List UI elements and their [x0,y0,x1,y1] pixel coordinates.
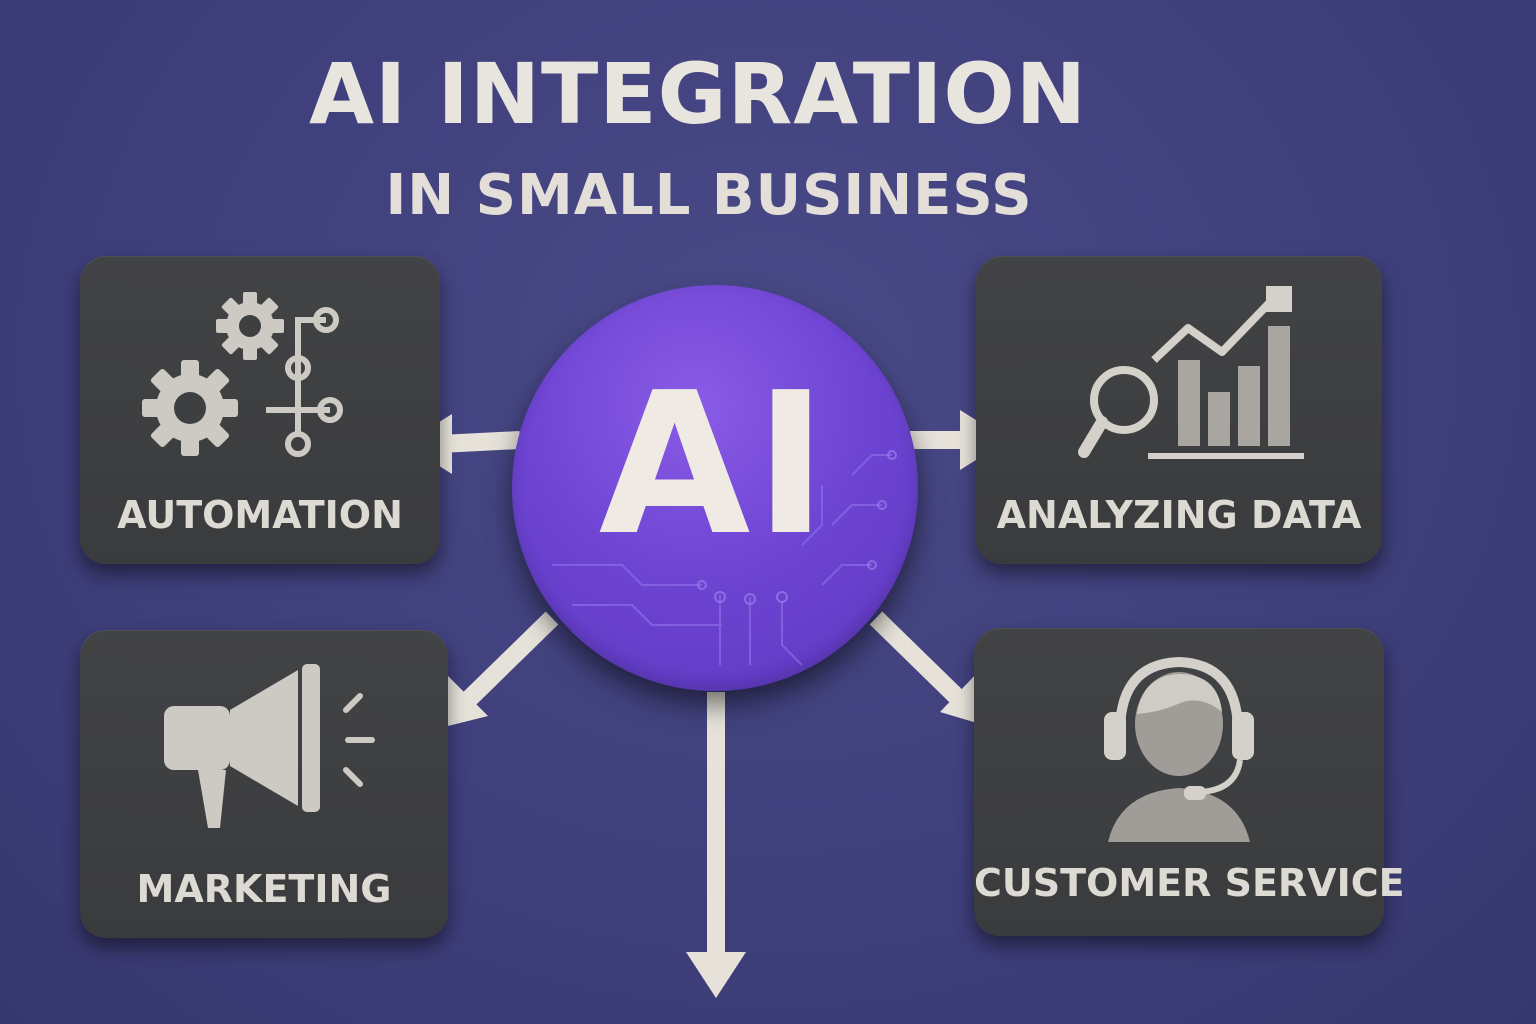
arrowhead-down [686,952,746,998]
node-card-marketing: MARKETING [80,630,448,938]
node-label-customer-service: CUSTOMER SERVICE [974,861,1405,905]
gears-network-icon [142,292,343,457]
node-label-analyzing-data: ANALYZING DATA [996,493,1362,537]
node-label-marketing: MARKETING [136,867,392,911]
diagram-subtitle: IN SMALL BUSINESS [385,163,1033,228]
arrow-to-marketing [459,611,559,709]
megaphone-icon [164,664,375,828]
node-label-automation: AUTOMATION [117,493,403,537]
ai-hub-label: AI [598,351,832,579]
node-card-customer-service: CUSTOMER SERVICE [974,628,1405,936]
node-card-automation: AUTOMATION [80,256,440,564]
arrow-to-automation [439,431,521,453]
headset-agent-icon [1104,656,1254,842]
circuit-pattern-icon [552,450,897,666]
diagram-title: AI INTEGRATION [308,45,1088,143]
arrow-to-customer [869,611,967,707]
node-card-analyzing-data: ANALYZING DATA [976,256,1382,564]
ai-hub-circle: AI [512,285,918,691]
chart-magnifier-icon [1078,286,1304,459]
